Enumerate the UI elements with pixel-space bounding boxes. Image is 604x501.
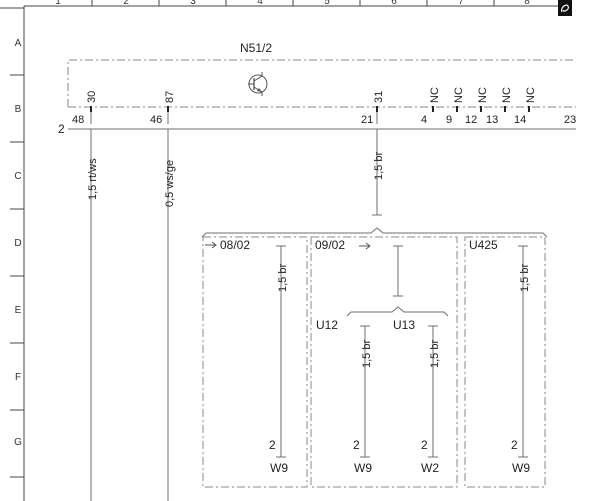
pin-label-top: NC xyxy=(453,87,465,103)
pin-number: 2 xyxy=(269,438,276,452)
branch-name: U13 xyxy=(393,318,415,332)
wire-label: 0,5 ws/ge xyxy=(164,160,176,207)
grid-row-label: C xyxy=(14,171,21,182)
pin-label-bottom: 46 xyxy=(150,114,162,126)
pin-label-top: 30 xyxy=(86,91,98,103)
grid-row-label: A xyxy=(15,38,22,49)
connector-pins xyxy=(90,106,530,124)
pin-label-bottom: 21 xyxy=(361,114,373,126)
splice-box xyxy=(310,236,458,488)
grid-col-label: 8 xyxy=(524,0,530,7)
pin-label-bottom: 13 xyxy=(486,114,498,126)
wire-label: 1,5 br xyxy=(277,264,289,292)
pin-number: 2 xyxy=(511,438,518,452)
target-label: W9 xyxy=(512,461,530,475)
pin-label-bottom: 12 xyxy=(465,114,477,126)
wire-label: 1,5 br xyxy=(519,264,531,292)
pin-number: 2 xyxy=(353,438,360,452)
arrow-right-icon xyxy=(359,242,371,250)
arrow-right-icon xyxy=(205,241,217,249)
wire-label: 1,5 br xyxy=(373,152,385,180)
pin-label-bottom: 23 xyxy=(564,114,576,126)
wire-label: 1,5 br xyxy=(429,340,441,368)
grid-col-label: 6 xyxy=(391,0,397,7)
grid-col-label: 3 xyxy=(190,0,196,7)
pin-label-bottom: 48 xyxy=(72,114,84,126)
pin-label-bottom: 4 xyxy=(421,114,427,126)
transistor-symbol-icon xyxy=(248,72,268,96)
target-label: W9 xyxy=(354,461,372,475)
branch-bracket xyxy=(346,306,449,317)
splice-name: U425 xyxy=(469,238,498,252)
pin-label-top: NC xyxy=(525,87,537,103)
branch-name: U12 xyxy=(316,318,338,332)
grid-col-label: 1 xyxy=(55,0,61,7)
target-label: W9 xyxy=(270,461,288,475)
grid-col-label: 2 xyxy=(123,0,129,7)
component-name: N51/2 xyxy=(240,41,272,55)
grid-row-label: D xyxy=(14,238,21,249)
pin-label-top: NC xyxy=(429,87,441,103)
pin-label-bottom: 14 xyxy=(514,114,526,126)
splice-bracket xyxy=(201,227,548,238)
wire-label: 1,5 br xyxy=(361,340,373,368)
grid-row-label: G xyxy=(14,437,22,448)
grid-col-label: 4 xyxy=(257,0,263,7)
grid-frame xyxy=(0,0,560,501)
splice-box xyxy=(202,236,308,488)
grid-col-label: 7 xyxy=(458,0,464,7)
grid-row-label: F xyxy=(15,372,21,383)
grid-col-label: 5 xyxy=(324,0,330,7)
connector-number: 2 xyxy=(58,122,65,136)
pin-label-top: 31 xyxy=(373,91,385,103)
component-outline xyxy=(67,59,576,108)
pin-label-top: NC xyxy=(501,87,513,103)
splice-name: 08/02 xyxy=(220,238,250,252)
pin-number: 2 xyxy=(421,438,428,452)
pin-label-top: 87 xyxy=(164,91,176,103)
pdf-clip-icon[interactable] xyxy=(558,0,572,16)
splice-box xyxy=(464,236,546,488)
grid-row-label: E xyxy=(15,305,22,316)
wire-label: 1,5 rt/ws xyxy=(87,158,99,200)
pin-label-top: NC xyxy=(477,87,489,103)
splice-name: 09/02 xyxy=(315,238,345,252)
pin-label-bottom: 9 xyxy=(446,114,452,126)
target-label: W2 xyxy=(421,461,439,475)
grid-row-label: B xyxy=(15,104,22,115)
